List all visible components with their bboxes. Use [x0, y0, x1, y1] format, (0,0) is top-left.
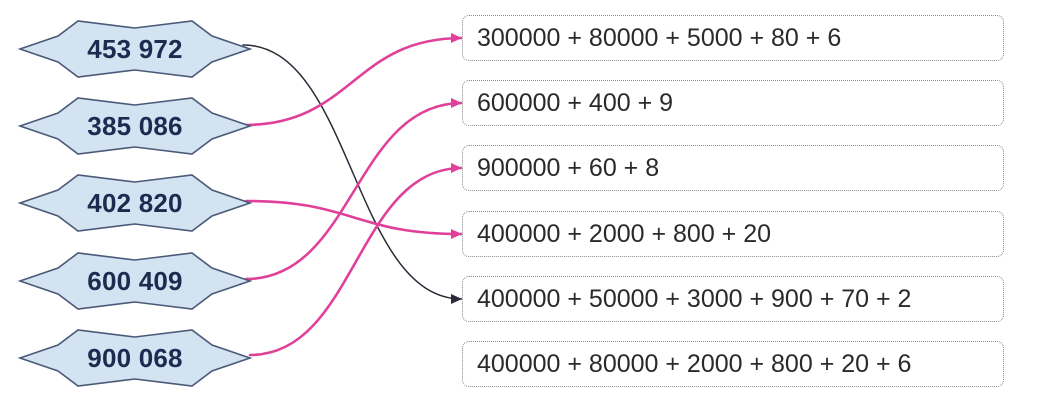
- number-badge-1[interactable]: 453 972: [17, 18, 253, 80]
- expression-box-5[interactable]: 400000 + 50000 + 3000 + 900 + 70 + 2: [462, 276, 1004, 322]
- expression-label: 300000 + 80000 + 5000 + 80 + 6: [477, 23, 842, 52]
- number-label: 453 972: [87, 33, 183, 64]
- number-badge-2[interactable]: 385 086: [17, 95, 253, 157]
- expression-box-4[interactable]: 400000 + 2000 + 800 + 20: [462, 211, 1004, 257]
- star-badge-shape: [17, 174, 253, 232]
- star-badge-shape: [17, 20, 253, 78]
- number-label: 385 086: [87, 110, 183, 141]
- connection-line-2: [242, 36, 464, 127]
- number-badge-4[interactable]: 600 409: [17, 250, 253, 312]
- number-label: 900 068: [87, 342, 183, 373]
- connection-line-5: [248, 166, 464, 357]
- arrowhead-icon: [451, 98, 462, 108]
- number-label: 600 409: [87, 265, 183, 296]
- connection-line-1: [242, 44, 463, 300]
- arrowhead-icon: [451, 294, 462, 304]
- connection-line-4: [244, 101, 464, 281]
- arrowhead-icon: [451, 163, 462, 173]
- star-badge-shape: [17, 252, 253, 310]
- expression-label: 400000 + 2000 + 800 + 20: [477, 219, 772, 248]
- expression-box-1[interactable]: 300000 + 80000 + 5000 + 80 + 6: [462, 15, 1004, 61]
- expression-box-3[interactable]: 900000 + 60 + 8: [462, 145, 1004, 191]
- star-badge-shape: [17, 97, 253, 155]
- expression-label: 900000 + 60 + 8: [477, 153, 660, 182]
- number-label: 402 820: [87, 187, 183, 218]
- expression-box-6[interactable]: 400000 + 80000 + 2000 + 800 + 20 + 6: [462, 341, 1004, 387]
- connection-line-3: [244, 199, 464, 236]
- star-badge-shape: [17, 329, 253, 387]
- number-badge-3[interactable]: 402 820: [17, 172, 253, 234]
- arrowhead-icon: [451, 33, 462, 43]
- expression-label: 600000 + 400 + 9: [477, 88, 674, 117]
- expression-label: 400000 + 50000 + 3000 + 900 + 70 + 2: [477, 284, 912, 313]
- expression-box-2[interactable]: 600000 + 400 + 9: [462, 80, 1004, 126]
- arrowhead-icon: [451, 229, 462, 239]
- number-badge-5[interactable]: 900 068: [17, 327, 253, 389]
- expression-label: 400000 + 80000 + 2000 + 800 + 20 + 6: [477, 349, 912, 378]
